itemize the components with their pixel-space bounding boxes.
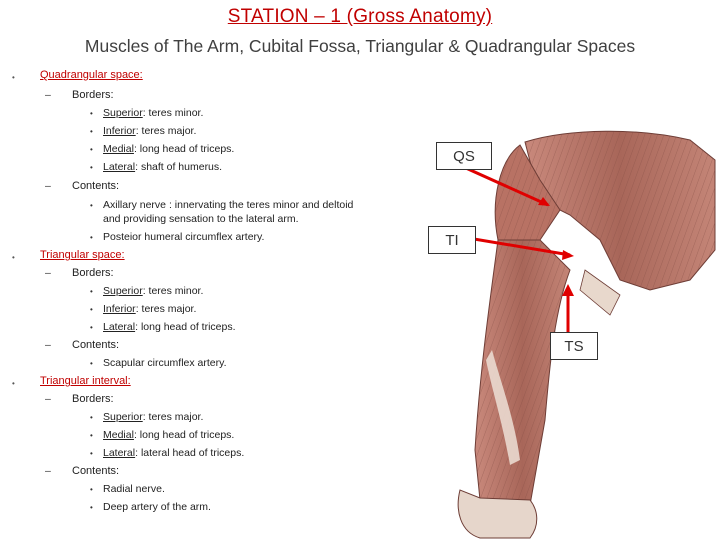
bullet-icon: • bbox=[12, 379, 15, 388]
bullet-icon: • bbox=[90, 449, 93, 458]
bullet-icon: • bbox=[90, 359, 93, 368]
borders-label: Borders: bbox=[72, 267, 114, 279]
bullet-icon: • bbox=[90, 431, 93, 440]
bullet-icon: • bbox=[90, 323, 93, 332]
border-item: Lateral: lateral head of triceps. bbox=[103, 447, 245, 459]
border-item: Lateral: shaft of humerus. bbox=[103, 161, 223, 173]
dash-icon: – bbox=[45, 339, 51, 351]
contents-label: Contents: bbox=[72, 180, 120, 192]
bullet-icon: • bbox=[90, 413, 93, 422]
border-item: Inferior: teres major. bbox=[103, 303, 197, 315]
dash-icon: – bbox=[45, 465, 51, 477]
bullet-icon: • bbox=[12, 253, 15, 262]
ti-arrow bbox=[467, 236, 571, 257]
slide-title: STATION – 1 (Gross Anatomy) bbox=[227, 6, 493, 27]
dash-icon: – bbox=[45, 393, 51, 405]
content-item: Scapular circumflex artery. bbox=[103, 357, 227, 369]
posterior-arm-muscles-drawing bbox=[447, 130, 716, 539]
border-item: Inferior: teres major. bbox=[103, 125, 197, 137]
content-item: Posteior humeral circumflex artery. bbox=[103, 231, 265, 243]
border-item: Superior: teres major. bbox=[103, 411, 204, 423]
ts-label: TS bbox=[550, 332, 598, 360]
bullet-icon: • bbox=[90, 201, 93, 210]
border-item: Medial: long head of triceps. bbox=[103, 429, 235, 441]
bullet-icon: • bbox=[90, 163, 93, 172]
bullet-icon: • bbox=[12, 73, 15, 82]
borders-label: Borders: bbox=[72, 393, 114, 405]
ti-label: TI bbox=[428, 226, 476, 254]
bullet-icon: • bbox=[90, 233, 93, 242]
border-item: Superior: teres minor. bbox=[103, 107, 204, 119]
qs-label: QS bbox=[436, 142, 492, 170]
section-heading-triangular-interval: Triangular interval: bbox=[40, 375, 131, 387]
borders-label: Borders: bbox=[72, 89, 114, 101]
contents-label: Contents: bbox=[72, 339, 120, 351]
bullet-icon: • bbox=[90, 503, 93, 512]
content-item: Deep artery of the arm. bbox=[103, 501, 211, 513]
content-item-continuation: and providing sensation to the lateral a… bbox=[103, 213, 299, 225]
dash-icon: – bbox=[45, 267, 51, 279]
border-item: Lateral: long head of triceps. bbox=[103, 321, 236, 333]
bullet-icon: • bbox=[90, 109, 93, 118]
content-item: Radial nerve. bbox=[103, 483, 165, 495]
bullet-icon: • bbox=[90, 305, 93, 314]
bullet-icon: • bbox=[90, 287, 93, 296]
section-heading-triangular-space: Triangular space: bbox=[40, 249, 125, 261]
border-item: Medial: long head of triceps. bbox=[103, 143, 235, 155]
bullet-icon: • bbox=[90, 145, 93, 154]
bullet-icon: • bbox=[90, 485, 93, 494]
arm-anatomy-illustration: QS TI TS bbox=[420, 120, 720, 540]
section-heading-quadrangular: Quadrangular space: bbox=[40, 69, 143, 81]
bullet-icon: • bbox=[90, 127, 93, 136]
slide-subtitle: Muscles of The Arm, Cubital Fossa, Trian… bbox=[84, 36, 636, 56]
dash-icon: – bbox=[45, 89, 51, 101]
contents-label: Contents: bbox=[72, 465, 120, 477]
content-item: Axillary nerve : innervating the teres m… bbox=[103, 199, 354, 211]
dash-icon: – bbox=[45, 180, 51, 192]
border-item: Superior: teres minor. bbox=[103, 285, 204, 297]
